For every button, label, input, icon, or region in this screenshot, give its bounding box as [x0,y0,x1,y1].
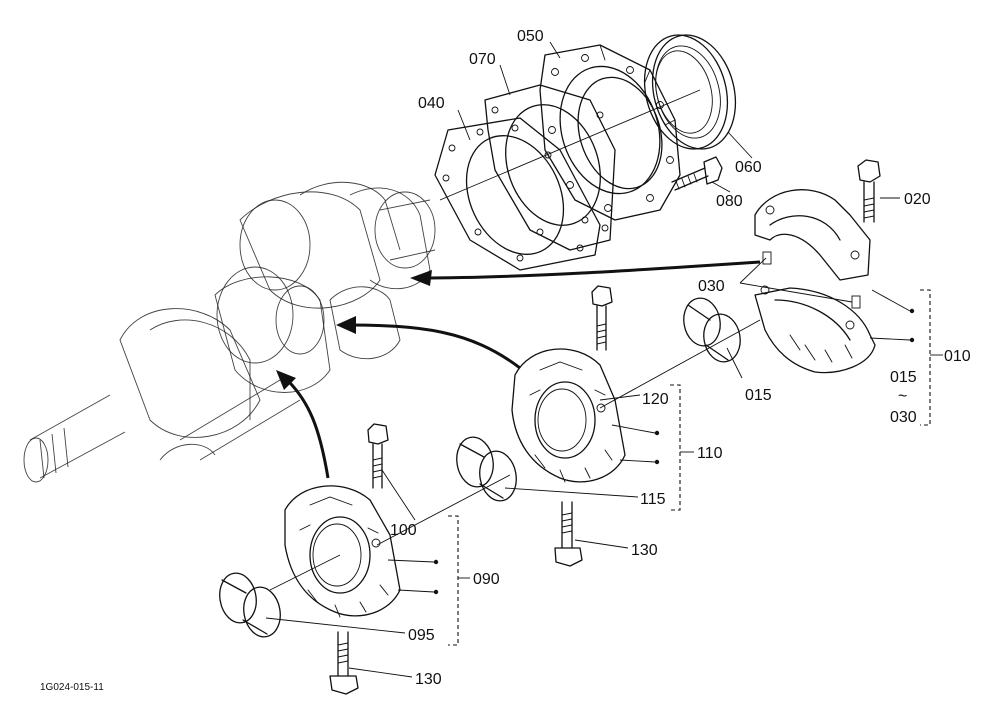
label-130-mid: 130 [631,542,658,559]
label-010: 010 [944,348,971,365]
part-labels: 040 070 050 060 080 020 030 010 015 ~ 03… [40,28,971,693]
label-030-top: 030 [698,278,725,295]
bolt-icon [671,156,723,191]
bolt-icon [591,285,613,351]
label-120: 120 [642,391,669,408]
bearing-case-icon [511,348,626,483]
bolt-icon [329,631,359,695]
label-090: 090 [473,571,500,588]
label-040: 040 [418,95,445,112]
crankshaft-icon [23,181,436,483]
label-100: 100 [390,522,417,539]
bolt-icon [554,501,583,567]
oil-seal-icon [643,34,737,150]
label-015-range: 015 [890,369,917,386]
assembly-brackets [387,289,943,646]
assembly-arrows [276,260,761,479]
bolt-icon [367,423,389,489]
bearing-case-icon [754,189,876,374]
label-130-low: 130 [415,671,442,688]
label-030-range: 030 [890,409,917,426]
label-095: 095 [408,627,435,644]
bearing-bush-icon [219,572,281,638]
gasket-icon [434,117,601,271]
label-060: 060 [735,159,762,176]
bolt-icon [857,159,881,223]
bearing-bush-icon [456,436,517,502]
label-015: 015 [745,387,772,404]
bearing-case-icon [284,485,401,618]
label-050: 050 [517,28,544,45]
housing-icon [539,44,681,221]
label-070: 070 [469,51,496,68]
label-115: 115 [640,491,666,508]
leader-lines [265,41,900,678]
bearing-bush-icon [683,297,741,363]
label-020: 020 [904,191,931,208]
label-080: 080 [716,193,743,210]
label-110: 110 [697,445,723,462]
center-lines [269,89,761,591]
label-tilde: ~ [898,388,907,405]
figure-code: 1G024-015-11 [40,682,104,693]
